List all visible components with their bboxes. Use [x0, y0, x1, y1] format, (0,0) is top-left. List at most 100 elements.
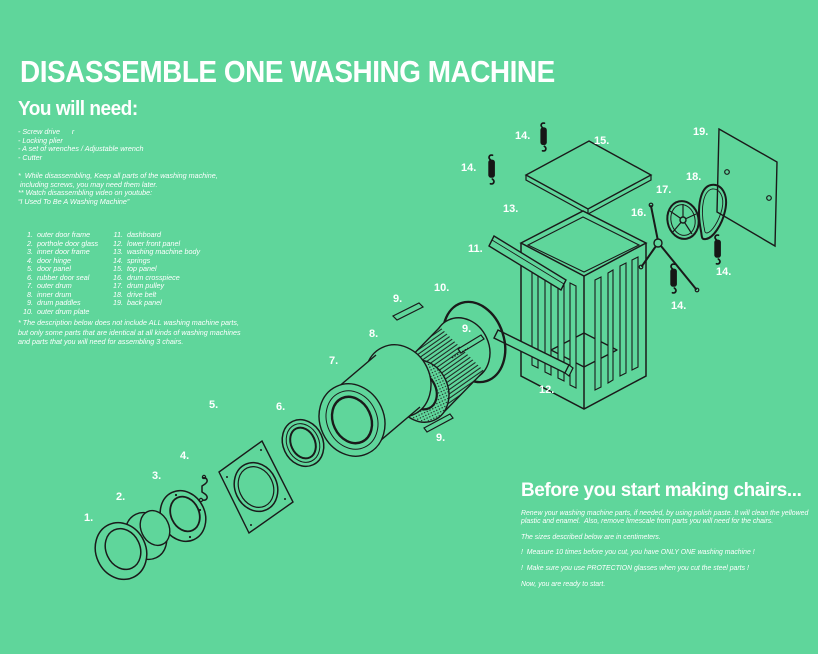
part-number: 8. — [27, 289, 33, 299]
part-label-8: 8. — [369, 328, 378, 340]
part-number: 12. — [113, 238, 123, 248]
you-will-need-heading: You will need: — [18, 98, 138, 120]
part-number: 10. — [23, 306, 33, 316]
parts-list: 1. outer door frame 2. porthole door gla… — [18, 230, 201, 316]
top-panel-illustration — [524, 140, 653, 216]
part-number: 3. — [27, 247, 33, 256]
spring-icon — [487, 154, 496, 185]
tools-list: - Screw drive r- Locking plier- A set of… — [18, 127, 318, 162]
part-name: drum crosspiece — [127, 272, 180, 282]
parts-list-item: 11. dashboard — [108, 230, 200, 240]
dashboard-illustration — [488, 235, 567, 291]
parts-list-item: 9. drum paddles — [18, 298, 108, 308]
part-number: 14. — [113, 255, 123, 265]
part-number: 11. — [113, 230, 123, 239]
part-label-10: 10. — [434, 282, 449, 294]
part-number: 9. — [27, 298, 33, 307]
parts-list-item: 7. outer drum — [18, 281, 108, 291]
parts-list-item: 6. rubber door seal — [18, 272, 108, 283]
part-label-4: 4. — [180, 450, 189, 462]
part-name: top panel — [127, 264, 157, 273]
door-hinge-illustration — [198, 474, 208, 503]
drum-paddle-illustration — [391, 302, 425, 321]
part-labels: 1. 2. 3. 4. 5. 6. 7. 8. 9. 9. 9. 10. 11.… — [84, 126, 731, 524]
part-label-3: 3. — [152, 470, 161, 482]
before-paragraph: ! Make sure you use PROTECTION glasses w… — [521, 565, 749, 573]
door-panel-illustration — [218, 439, 294, 535]
part-name: dashboard — [127, 230, 161, 239]
parts-list-item: 19. back panel — [108, 298, 200, 308]
parts-list-item: 3. inner door frame — [18, 247, 108, 257]
parts-list-item: 2. porthole door glass — [18, 238, 108, 249]
parts-list-item: 14. springs — [108, 255, 200, 266]
before-paragraph: The sizes described below are in centime… — [521, 533, 661, 541]
before-paragraph: Renew your washing machine parts, if nee… — [521, 510, 811, 525]
part-name: drive belt — [127, 289, 157, 299]
part-number: 4. — [27, 255, 33, 265]
before-paragraph: Now, you are ready to start. — [521, 580, 606, 588]
drum-crosspiece-illustration — [638, 202, 700, 293]
parts-list-item: 18. drive belt — [108, 289, 200, 300]
part-number: 19. — [113, 298, 123, 307]
part-name: porthole door glass — [37, 238, 99, 248]
part-label-16: 16. — [631, 207, 646, 219]
part-name: inner door frame — [37, 247, 90, 256]
lower-front-panel-illustration — [493, 329, 574, 377]
part-number: 7. — [27, 281, 33, 290]
footnote-line: * The description below does not include… — [18, 318, 239, 327]
note-line: “I Used To Be A Washing Machine” — [18, 196, 130, 206]
part-name: springs — [127, 255, 151, 265]
part-number: 6. — [27, 272, 33, 282]
parts-list-item: 17. drum pulley — [108, 281, 200, 291]
part-name: outer drum — [37, 281, 72, 290]
before-you-start-section: Before you start making chairs... Renew … — [521, 479, 817, 589]
part-number: 1. — [27, 230, 33, 239]
parts-list-item: 12. lower front panel — [108, 238, 200, 249]
part-name: door panel — [37, 264, 71, 273]
part-label-14: 14. — [671, 300, 686, 312]
part-label-9: 9. — [393, 293, 402, 305]
drum-paddle-illustration — [423, 413, 454, 433]
you-will-need-section: You will need: - Screw drive r- Locking … — [18, 98, 318, 206]
back-panel-illustration — [716, 127, 778, 248]
part-label-5: 5. — [209, 399, 218, 411]
part-number: 2. — [27, 238, 33, 248]
part-name: washing machine body — [127, 247, 201, 256]
part-label-9: 9. — [462, 323, 471, 335]
part-label-1: 1. — [84, 512, 93, 524]
parts-footnote: * The description below does not include… — [18, 318, 241, 347]
part-name: lower front panel — [127, 238, 181, 248]
part-name: door hinge — [37, 255, 71, 265]
parts-column-1: 1. outer door frame 2. porthole door gla… — [18, 230, 108, 316]
part-label-11: 11. — [468, 243, 483, 255]
part-label-14: 14. — [716, 266, 731, 278]
part-number: 16. — [113, 272, 123, 282]
part-number: 18. — [113, 289, 123, 299]
drive-belt-illustration — [698, 183, 727, 241]
part-label-15: 15. — [594, 135, 609, 147]
notes: * While disassembling, Keep all parts of… — [18, 171, 318, 206]
before-heading: Before you start making chairs... — [521, 479, 802, 501]
part-number: 5. — [27, 264, 33, 273]
part-label-13: 13. — [503, 203, 518, 215]
outer-door-frame-illustration — [94, 521, 148, 581]
spring-icon — [539, 122, 548, 152]
tool-item: - Screw drive r — [18, 127, 75, 136]
before-paragraphs: Renew your washing machine parts, if nee… — [521, 510, 817, 589]
part-label-9: 9. — [436, 432, 445, 444]
part-label-17: 17. — [656, 184, 671, 196]
tool-item: - Locking plier — [18, 135, 63, 145]
part-label-2: 2. — [116, 491, 125, 503]
part-name: drum pulley — [127, 281, 165, 290]
spring-icon — [713, 234, 722, 265]
part-label-12: 12. — [539, 384, 554, 396]
note-line: ** Watch disassembling video on youtube: — [18, 188, 153, 197]
parts-column-2: 11. dashboard 12. lower front panel 13. … — [108, 230, 201, 316]
part-number: 15. — [113, 264, 123, 273]
note-line: including screws, you may need them late… — [18, 179, 158, 189]
parts-list-item: 16. drum crosspiece — [108, 272, 200, 283]
part-name: rubber door seal — [37, 272, 90, 282]
before-paragraph: ! Measure 10 times before you cut, you h… — [521, 549, 755, 557]
footnote-line: and parts that you will need for assembl… — [18, 337, 184, 346]
parts-list-item: 5. door panel — [18, 264, 108, 274]
